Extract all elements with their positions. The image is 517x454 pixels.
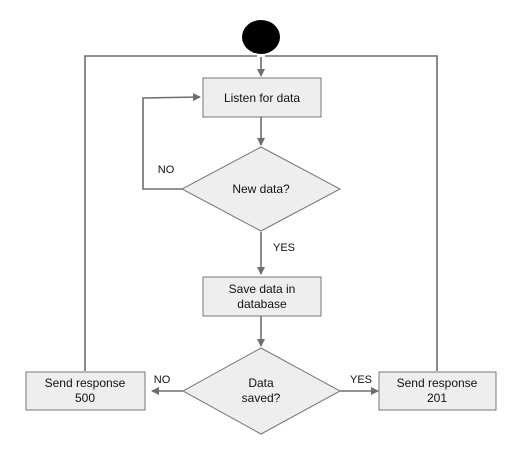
node-new-data-decision: New data? <box>180 146 342 232</box>
edge-newdata-no-loop <box>142 93 201 190</box>
node-listen-for-data: Listen for data <box>202 77 322 118</box>
node-new-data-label: New data? <box>232 182 290 196</box>
node-500-label-line1: Send response <box>45 376 126 390</box>
node-listen-label: Listen for data <box>224 91 300 105</box>
node-send-response-500: Send response 500 <box>25 371 146 411</box>
node-save-label-line2: database <box>237 297 287 311</box>
node-201-label-line2: 201 <box>427 391 447 405</box>
start-node <box>242 20 280 54</box>
node-500-label-line2: 500 <box>75 391 95 405</box>
node-saved-label-line2: saved? <box>242 391 281 405</box>
node-saved-label-line1: Data <box>248 376 274 390</box>
edge-label-yes-new: YES <box>273 242 295 254</box>
edge-201-back-to-listen <box>265 55 438 371</box>
edge-500-back-to-listen <box>84 55 257 371</box>
edges <box>84 55 438 395</box>
node-data-saved-decision: Data saved? <box>181 347 342 435</box>
node-201-label-line1: Send response <box>397 376 478 390</box>
node-save-label-line1: Save data in <box>229 282 296 296</box>
edge-label-no-loop: NO <box>158 164 175 176</box>
edge-label-yes-saved: YES <box>350 374 372 386</box>
node-send-response-201: Send response 201 <box>378 371 497 411</box>
edge-label-no-saved: NO <box>154 374 171 386</box>
node-save-data: Save data in database <box>202 276 322 317</box>
